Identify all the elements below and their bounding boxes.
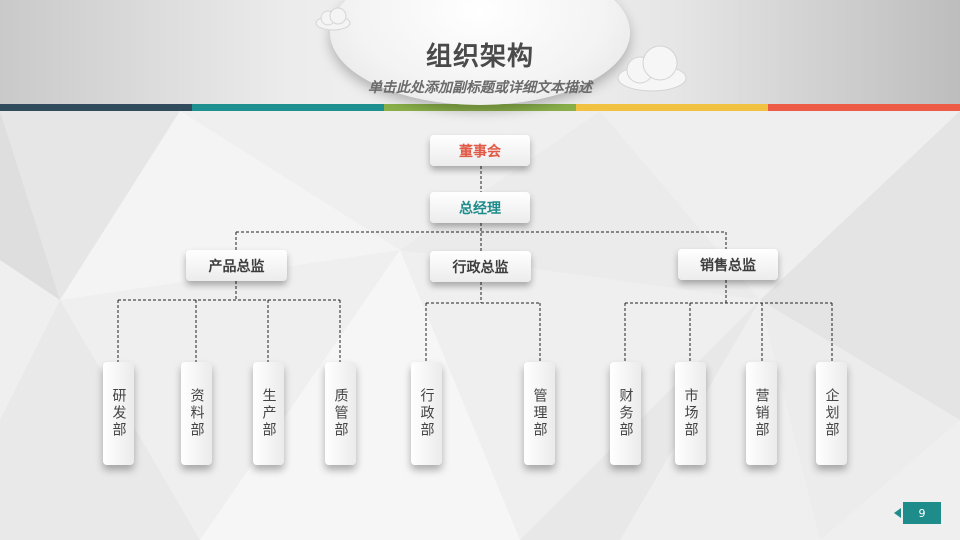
color-stripe-3 [384, 104, 576, 111]
dept-management: 管理部 [524, 362, 555, 465]
page-title: 组织架构 [425, 42, 534, 72]
dept-management-label: 管理部 [531, 388, 548, 439]
page-number: 9 [918, 506, 926, 520]
dept-materials: 资料部 [181, 362, 212, 465]
color-stripe-2 [192, 104, 384, 111]
dept-admin: 行政部 [411, 362, 442, 465]
dept-quality-label: 质管部 [332, 388, 349, 439]
dept-rd: 研发部 [103, 362, 134, 465]
dept-quality: 质管部 [325, 362, 356, 465]
dept-finance-label: 财务部 [617, 388, 634, 439]
dept-market: 市场部 [675, 362, 706, 465]
org-node-product-director-label: 产品总监 [208, 258, 265, 275]
org-node-board-label: 董事会 [459, 143, 501, 160]
color-stripe-1 [0, 104, 192, 111]
org-node-general-manager: 总经理 [430, 192, 530, 223]
small-cloud-icon [315, 7, 351, 31]
dept-planning-label: 企划部 [823, 388, 840, 439]
page-number-badge: 9 [903, 502, 941, 524]
page-subtitle: 单击此处添加副标题或详细文本描述 [368, 80, 592, 96]
dept-marketing-label: 营销部 [753, 388, 770, 439]
dept-production: 生产部 [253, 362, 284, 465]
dept-materials-label: 资料部 [188, 388, 205, 439]
color-stripe-4 [576, 104, 768, 111]
dept-planning: 企划部 [816, 362, 847, 465]
dept-marketing: 营销部 [746, 362, 777, 465]
color-stripe-5 [768, 104, 960, 111]
org-node-sales-director-label: 销售总监 [700, 257, 756, 274]
org-node-board: 董事会 [430, 135, 530, 166]
org-node-general-manager-label: 总经理 [459, 200, 501, 217]
org-node-admin-director: 行政总监 [430, 251, 531, 282]
org-node-admin-director-label: 行政总监 [452, 259, 509, 276]
dept-rd-label: 研发部 [110, 388, 127, 439]
dept-production-label: 生产部 [260, 388, 277, 439]
org-node-sales-director: 销售总监 [678, 249, 778, 280]
org-node-product-director: 产品总监 [186, 250, 287, 281]
page-badge-arrow-icon [894, 508, 901, 518]
dept-market-label: 市场部 [682, 388, 699, 439]
large-cloud-icon [617, 45, 687, 92]
dept-finance: 财务部 [610, 362, 641, 465]
dept-admin-label: 行政部 [418, 388, 435, 439]
